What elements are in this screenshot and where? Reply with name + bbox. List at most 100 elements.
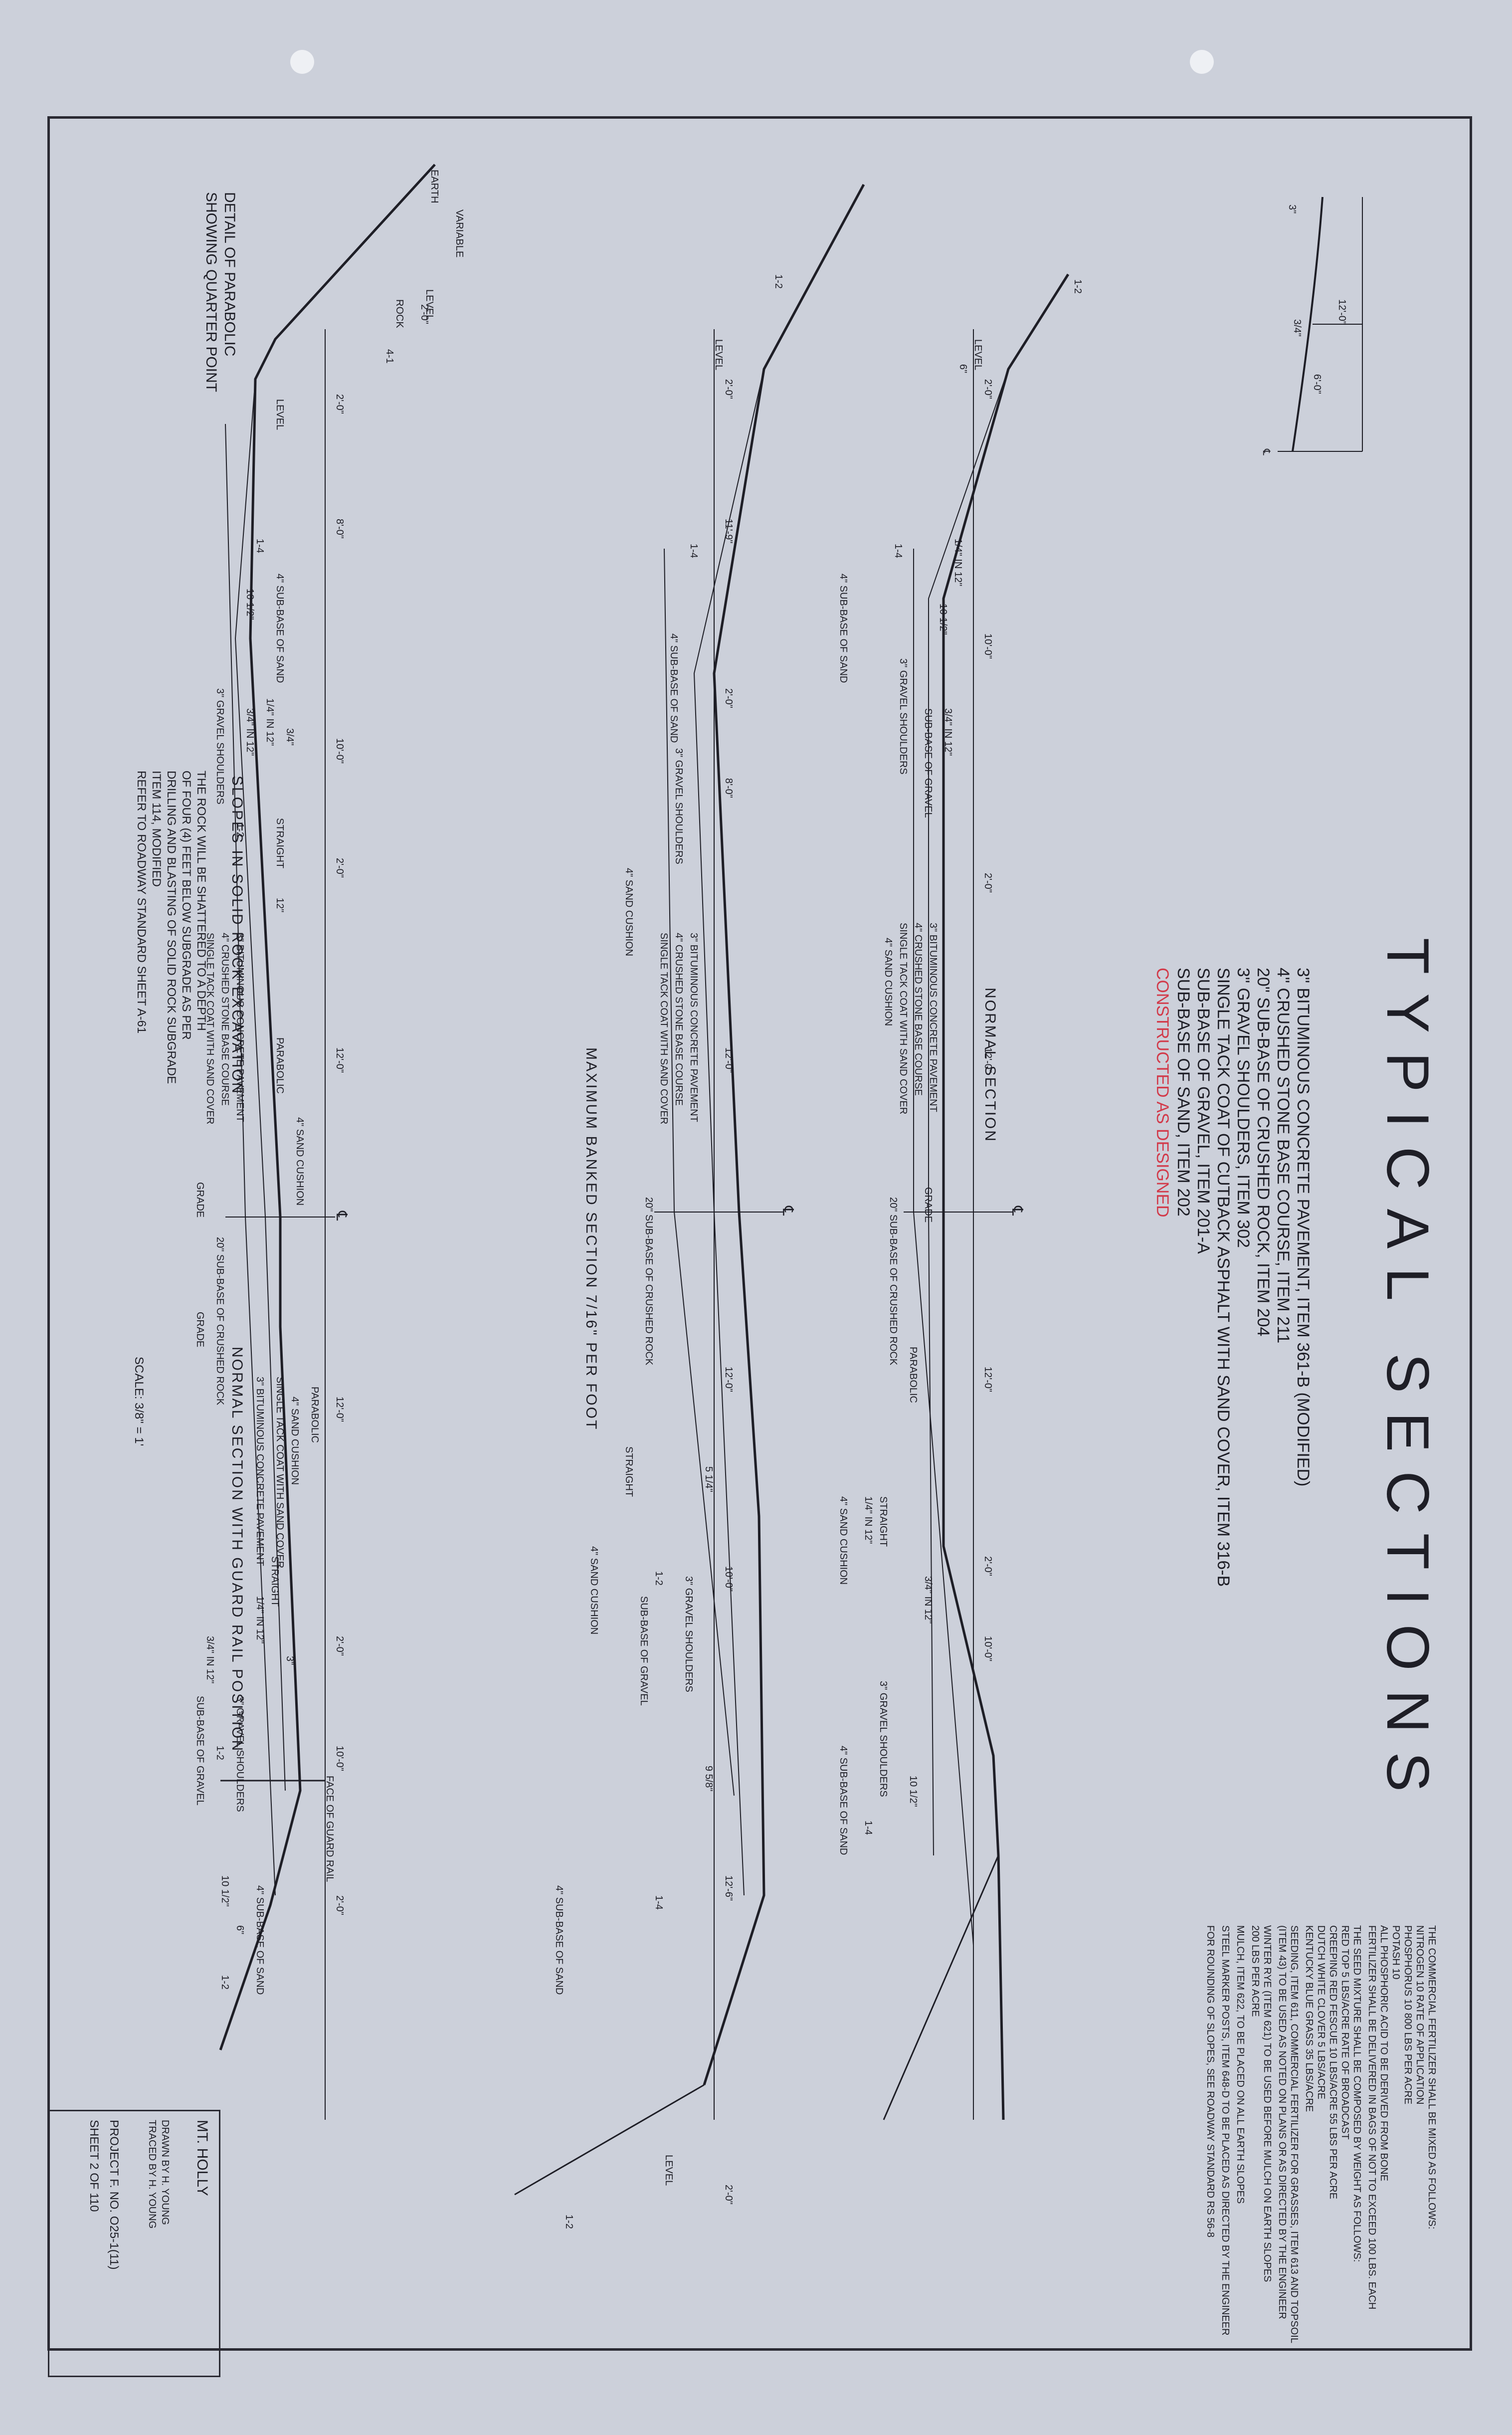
label-sub-sand: 4" SUB-BASE OF SAND [838,1746,849,1855]
label-slope: 1-2 [773,274,784,289]
label-level: LEVEL [274,399,285,430]
label-level: LEVEL [713,339,724,371]
label-dimension: 12'-0" [982,1047,993,1073]
label-dimension: 2'-0" [334,394,345,414]
label-sub-sand: 4" SUB-BASE OF SAND [274,574,285,683]
label-dimension: 2'-0" [723,688,734,708]
label-sub-rock: 20" SUB-BASE OF CRUSHED ROCK [643,1197,654,1366]
centerline-symbol: ℄ [1009,1206,1025,1216]
label-slope: 1-4 [254,539,265,553]
label-dimension: 6'-0" [1312,374,1323,394]
label-dimension: 12'-0" [723,1367,734,1392]
label-dimension: 10'-0" [723,1566,734,1592]
label-slope: 1-2 [214,1746,225,1760]
label-dimension: 2'-0" [723,379,734,399]
label-in12b: 3/4" IN 12" [943,708,953,756]
label-in12b: 3/4" IN 12" [244,708,255,756]
label-level: LEVEL [972,339,983,371]
label-sub-rock: 20" SUB-BASE OF CRUSHED ROCK [214,1237,225,1406]
label-slope: 1-2 [653,1571,664,1586]
label-sand-cushion: 4" SAND CUSHION [588,1546,599,1635]
label-gravel-shoulders: 3" GRAVEL SHOULDERS [683,1576,694,1692]
label-variable: VARIABLE [454,209,465,258]
label-dimension: 2'-0" [982,1556,993,1576]
label-in12: 1/4" IN 12" [863,1496,874,1544]
drawing-border [47,116,1472,2351]
label-bituminous: 3" BITUMINOUS CONCRETE PAVEMENT [234,933,245,1122]
label-dimension: 2'-0" [334,1895,345,1915]
label-depth: 3" [284,1656,295,1665]
label-crushed-stone: 4" CRUSHED STONE BASE COURSE [913,923,924,1096]
label-depth: 10 1/2" [908,1776,919,1807]
label-tack-coat: SINGLE TACK COAT WITH SAND COVER [898,923,909,1115]
label-sub-gravel: SUB-BASE OF GRAVEL [638,1596,649,1706]
label-depth: 5 1/4" [703,1466,714,1492]
label-dimension: 12'-0" [982,1367,993,1392]
label-gravel-shoulders: 3" GRAVEL SHOULDERS [214,688,225,805]
label-gravel-shoulders: 3" GRAVEL SHOULDERS [898,658,909,775]
label-sand-cushion: 4" SAND CUSHION [289,1397,300,1485]
label-dimension: 2'-0" [723,2185,734,2205]
label-depth: 3" [1287,204,1298,214]
label-dimension: 2'-0" [334,1636,345,1656]
label-bituminous: 3" BITUMINOUS CONCRETE PAVEMENT [254,1377,265,1566]
label-grade: GRADE [194,1312,205,1348]
label-sand-cushion: 4" SAND CUSHION [623,868,634,957]
label-depth: 12" [274,898,285,913]
label-tack-coat: SINGLE TACK COAT WITH SAND COVER [274,1377,285,1569]
label-slope: 1-4 [863,1821,874,1835]
label-straight: STRAIGHT [274,818,285,869]
label-dimension: 10'-0" [982,1636,993,1661]
label-tack-coat: SINGLE TACK COAT WITH SAND COVER [658,933,669,1125]
label-bituminous: 3" BITUMINOUS CONCRETE PAVEMENT [928,923,939,1112]
label-dimension: 12'-0" [1336,299,1347,325]
label-depth: 10 1/2" [244,589,255,620]
label-dimension: 12'-0" [334,1397,345,1422]
punch-hole [1190,50,1214,74]
label-dimension: 2'-0" [982,379,993,399]
label-crushed-stone: 4" CRUSHED STONE BASE COURSE [673,933,684,1106]
label-in12: 1/4" IN 12" [952,539,963,587]
label-dimension: 2'-0" [419,304,430,324]
label-gravel-shoulders: 3" GRAVEL SHOULDERS [234,1696,245,1812]
centerline-symbol: ℄ [779,1206,796,1216]
label-slope: 1-4 [893,544,904,558]
label-dimension: 12'-0" [334,1047,345,1073]
label-slope: 1-4 [653,1895,664,1910]
rock-guard-profile [219,164,436,2050]
label-face-guard-rail: FACE OF GUARD RAIL [324,1776,335,1882]
label-slope: 1-2 [1072,279,1083,294]
label-in12b: 3/4" IN 12" [204,1636,215,1684]
label-in12: 1/4" IN 12" [254,1596,265,1644]
label-parabolic: PARABOLIC [908,1347,919,1403]
label-dimension: 10'-0" [334,1746,345,1771]
centerline-symbol: ℄ [333,1211,350,1221]
label-sub-sand: 4" SUB-BASE OF SAND [668,633,679,743]
label-crushed-stone: 4" CRUSHED STONE BASE COURSE [219,933,230,1106]
label-depth: 6" [234,1925,245,1935]
label-gravel-shoulders: 3" GRAVEL SHOULDERS [673,748,684,864]
label-dimension: 12'-0" [723,1047,734,1073]
label-dimension: 8'-0" [334,519,345,539]
label-slope: 1-4 [688,544,699,558]
label-rock: ROCK [394,299,405,328]
label-in12b: 3/4" IN 12" [923,1576,934,1624]
label-sand-cushion: 4" SAND CUSHION [883,938,894,1026]
label-slope: 1-2 [234,823,245,837]
label-grade: GRADE [194,1182,205,1218]
label-depth: 10 1/2" [938,604,948,635]
label-depth: 10 1/2" [219,1875,230,1907]
label-bituminous: 3" BITUMINOUS CONCRETE PAVEMENT [688,933,699,1122]
label-dimension: 12'-6" [723,1875,734,1901]
label-sub-gravel: SUB-BASE OF GRAVEL [194,1696,205,1806]
label-parabolic: PARABOLIC [274,1037,285,1094]
punch-hole [290,50,314,74]
label-sand-cushion: 4" SAND CUSHION [294,1117,305,1206]
parabolic-curve [1292,197,1323,452]
label-sub-sand: 4" SUB-BASE OF SAND [554,1885,565,1995]
label-earth: EARTH [429,170,440,203]
label-in12: 1/4" IN 12" [264,698,275,746]
label-dimension: 2'-0" [334,858,345,878]
label-depth: 9 5/8" [703,1766,714,1792]
